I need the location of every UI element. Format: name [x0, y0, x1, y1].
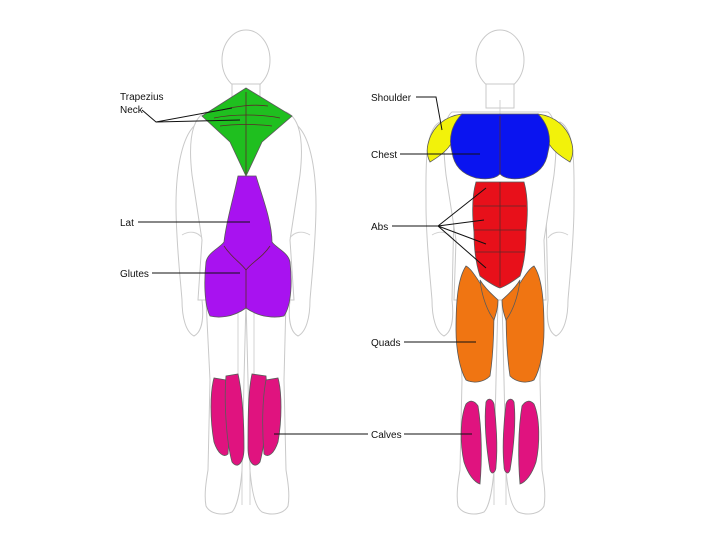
- front-calves-muscle: [460, 398, 540, 485]
- quad-right-inner: [501, 279, 521, 321]
- front-figure: [425, 29, 575, 515]
- back-calves-muscle: [210, 373, 282, 466]
- lat-shape: [204, 175, 292, 318]
- back-calf-left-inner: [224, 373, 245, 466]
- label-calves: Calves: [371, 430, 402, 441]
- leader-trapezius-neck: [141, 107, 241, 123]
- quads-muscle: [455, 265, 545, 383]
- quad-left-inner: [479, 279, 499, 321]
- front-calf-left-inner: [484, 398, 498, 474]
- labels-front: Shoulder Chest Abs Quads Calves: [274, 93, 487, 441]
- label-neck: Neck: [120, 105, 144, 116]
- trapezius-shape: [201, 87, 293, 177]
- label-trapezius: Trapezius: [120, 92, 164, 103]
- lat-glutes-muscle: [204, 175, 292, 318]
- back-calf-right-outer: [262, 377, 282, 456]
- label-lat: Lat: [120, 218, 134, 229]
- labels-back: Trapezius Neck Lat Glutes: [120, 92, 250, 280]
- front-calf-right-outer: [518, 400, 540, 485]
- label-chest: Chest: [371, 150, 397, 161]
- abs-muscle: [472, 181, 528, 289]
- label-shoulder: Shoulder: [371, 93, 412, 104]
- label-abs: Abs: [371, 222, 388, 233]
- leader-shoulder: [416, 96, 443, 131]
- front-calf-right-inner: [502, 398, 516, 474]
- label-glutes: Glutes: [120, 269, 149, 280]
- leader-abs: [392, 187, 487, 269]
- back-figure: [175, 29, 317, 515]
- front-calf-left-outer: [460, 400, 482, 485]
- label-quads: Quads: [371, 338, 400, 349]
- chest-muscle: [450, 113, 550, 180]
